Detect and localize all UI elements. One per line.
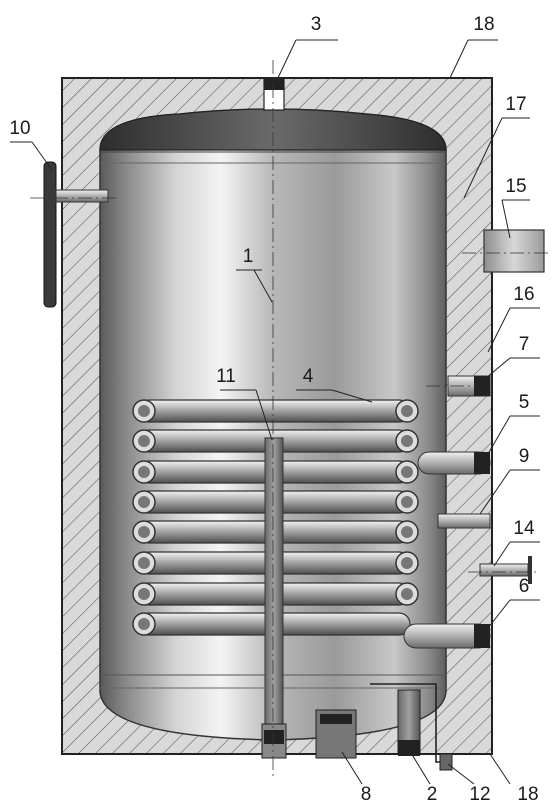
callout-5: 5 xyxy=(519,392,530,413)
callout-11: 11 xyxy=(216,366,236,387)
drain-8 xyxy=(315,709,357,759)
left-flange xyxy=(43,161,109,308)
callout-18-top: 18 xyxy=(473,14,494,35)
callout-9: 9 xyxy=(519,446,530,467)
sensor-tube-12 xyxy=(370,683,453,771)
callout-16: 17 xyxy=(505,94,526,115)
coil-inlet-6 xyxy=(403,623,491,649)
callout-18-bottom: 18 xyxy=(517,784,538,804)
anode-rod xyxy=(264,437,284,739)
bottom-connection-2 xyxy=(397,689,421,756)
coil-turn xyxy=(132,399,419,423)
callout-14: 15 xyxy=(505,176,526,197)
callout-3: 3 xyxy=(311,14,322,35)
callout-10: 10 xyxy=(9,118,30,139)
callout-2: 2 xyxy=(427,784,438,804)
callout-8: 8 xyxy=(361,784,372,804)
callout-12: 12 xyxy=(469,784,490,804)
callout-1: 1 xyxy=(243,246,254,267)
callout-7: 7 xyxy=(519,334,530,355)
bottom-anode-fitting xyxy=(261,723,287,759)
coil-outlet-5 xyxy=(417,451,491,475)
callout-4: 4 xyxy=(303,366,314,387)
callout-15: 14 xyxy=(513,518,535,539)
callout-labels: 3 18 10 17 15 1 16 7 11 4 5 9 14 6 8 2 1… xyxy=(9,14,538,804)
connection-9 xyxy=(437,513,491,529)
leader-lines xyxy=(10,39,540,785)
thermostat-pocket-15 xyxy=(479,556,532,584)
sensor-box xyxy=(483,229,545,273)
callout-17: 16 xyxy=(513,284,534,305)
top-connection xyxy=(263,77,285,111)
callout-6: 6 xyxy=(519,576,530,597)
centre-axis xyxy=(30,60,552,780)
